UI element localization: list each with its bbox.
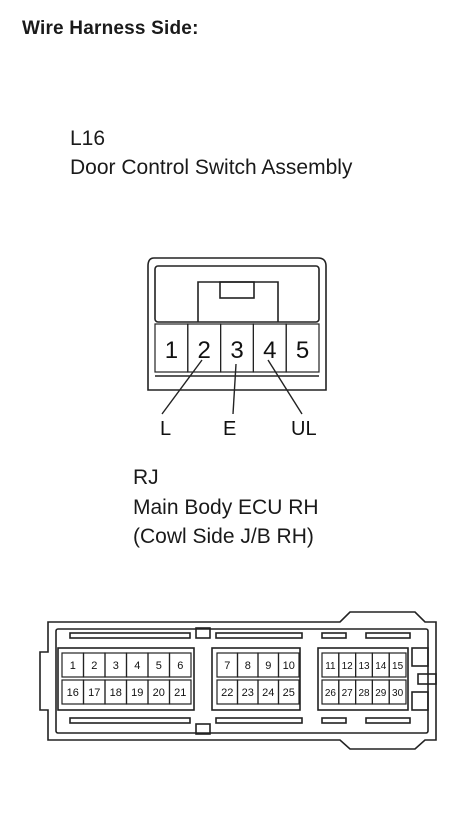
rj-pin-9: 9: [265, 660, 271, 672]
rj-pin-24: 24: [262, 687, 274, 699]
connector-l16-housing: [147, 257, 327, 391]
rj-pin-12: 12: [342, 661, 354, 672]
rj-pin-21: 21: [174, 687, 186, 699]
l16-pin-1: 1: [165, 337, 178, 364]
rj-pin-10: 10: [283, 660, 295, 672]
rj-pin-19: 19: [131, 687, 143, 699]
rj-pin-17: 17: [88, 687, 100, 699]
rj-pin-7: 7: [224, 660, 230, 672]
rj-pin-5: 5: [156, 660, 162, 672]
rj-pin-14: 14: [375, 661, 387, 672]
connector-rj-subname: (Cowl Side J/B RH): [133, 525, 314, 548]
rj-pin-13: 13: [358, 661, 370, 672]
rj-pin-29: 29: [375, 688, 387, 699]
rj-pin-15: 15: [392, 661, 404, 672]
connector-l16-name: Door Control Switch Assembly: [70, 156, 353, 179]
l16-pin-5: 5: [296, 337, 309, 364]
rj-pin-30: 30: [392, 688, 404, 699]
wire-line-l: [161, 359, 203, 415]
l16-pin-4: 4: [263, 337, 276, 364]
wire-line-e: [232, 363, 237, 415]
rj-pin-26: 26: [325, 688, 337, 699]
rj-pin-22: 22: [221, 687, 233, 699]
rj-pin-20: 20: [153, 687, 165, 699]
rj-pin-23: 23: [242, 687, 254, 699]
rj-pin-25: 25: [283, 687, 295, 699]
rj-pin-2: 2: [91, 660, 97, 672]
wire-label-l: L: [160, 418, 171, 440]
connector-l16-code: L16: [70, 127, 106, 150]
rj-pin-1: 1: [70, 660, 76, 672]
connector-rj-code: RJ: [133, 466, 159, 489]
connector-rj-housing: [39, 611, 437, 750]
wire-label-ul: UL: [291, 418, 317, 440]
wire-line-ul: [267, 359, 303, 415]
l16-pin-3: 3: [230, 337, 243, 364]
wire-label-e: E: [223, 418, 236, 440]
rj-pin-11: 11: [325, 661, 336, 672]
rj-pin-3: 3: [113, 660, 119, 672]
rj-pin-18: 18: [110, 687, 122, 699]
page-title: Wire Harness Side:: [22, 18, 199, 39]
l16-pin-2: 2: [198, 337, 211, 364]
rj-pin-27: 27: [342, 688, 354, 699]
rj-pin-4: 4: [134, 660, 140, 672]
rj-pin-28: 28: [358, 688, 370, 699]
connector-rj-name: Main Body ECU RH: [133, 496, 319, 519]
l16-wire-lines: [161, 359, 303, 415]
rj-pin-6: 6: [177, 660, 183, 672]
rj-pin-8: 8: [245, 660, 251, 672]
rj-pin-16: 16: [67, 687, 79, 699]
